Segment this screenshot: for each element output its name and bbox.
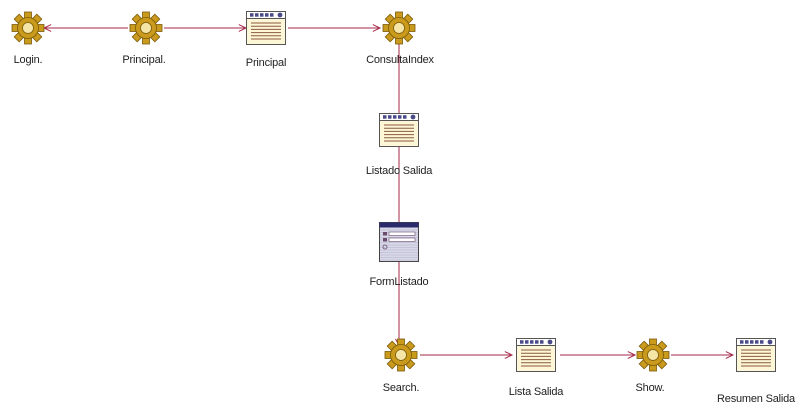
gear-icon — [384, 338, 418, 372]
edge-principal-action-to-login — [42, 24, 128, 32]
edge-listado-salida-to-form-listado — [395, 136, 403, 238]
principal-action-label: Principal. — [122, 54, 166, 66]
form-listado-node[interactable] — [379, 222, 419, 262]
form-listado-label: FormListado — [369, 276, 429, 288]
page-icon — [736, 338, 776, 372]
page-icon — [516, 338, 556, 372]
edge-show-to-resumen-salida — [671, 351, 735, 359]
listado-salida-node[interactable] — [379, 113, 419, 147]
lista-salida-node[interactable] — [516, 338, 556, 372]
listado-salida-label: Listado Salida — [365, 165, 433, 177]
gear-icon — [382, 11, 416, 45]
consulta-index-node[interactable] — [382, 11, 416, 45]
login-node[interactable] — [11, 11, 45, 45]
search-node[interactable] — [384, 338, 418, 372]
search-label: Search. — [382, 382, 420, 394]
login-label: Login. — [13, 54, 43, 66]
gear-icon — [129, 11, 163, 45]
resumen-salida-label: Resumen Salida — [717, 393, 795, 405]
edge-lista-salida-to-show — [560, 351, 637, 359]
page-icon — [379, 113, 419, 147]
lista-salida-label: Lista Salida — [508, 386, 564, 398]
principal-page-node[interactable] — [246, 11, 286, 45]
principal-action-node[interactable] — [129, 11, 163, 45]
edge-principal-page-to-consulta-index — [288, 24, 382, 32]
edge-search-to-lista-salida — [420, 351, 514, 359]
principal-page-label: Principal — [245, 57, 287, 69]
edge-principal-action-to-principal-page — [164, 24, 248, 32]
resumen-salida-node[interactable] — [736, 338, 776, 372]
form-icon — [379, 222, 419, 262]
edge-form-listado-to-search — [395, 248, 403, 348]
gear-icon — [636, 338, 670, 372]
consulta-index-label: ConsultaIndex — [366, 54, 434, 66]
show-node[interactable] — [636, 338, 670, 372]
page-icon — [246, 11, 286, 45]
gear-icon — [11, 11, 45, 45]
show-label: Show. — [635, 382, 665, 394]
